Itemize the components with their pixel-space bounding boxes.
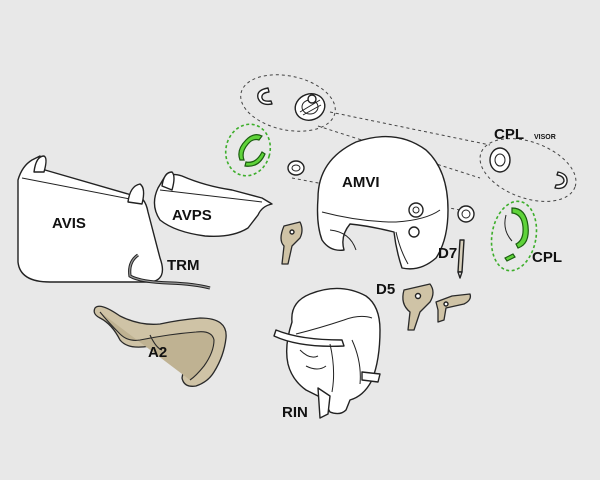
label-d5: D5 [376,281,395,298]
label-avps: AVPS [172,207,212,224]
cpl-visor-mechanism-part [489,147,568,190]
amvi-helmet-part [316,135,449,270]
label-cpl-visor: CPL [494,126,524,143]
label-d7: D7 [438,245,457,262]
avps-visor-part [153,171,273,238]
d5-bracket-right-part [435,293,472,323]
label-rin: RIN [282,404,308,421]
d7-bracket-part [457,239,465,279]
label-visor-sub: VISOR [534,134,556,141]
visor-mechanism-part [294,93,326,121]
label-a2: A2 [148,344,167,361]
avis-visor-part [17,155,164,283]
label-amvi: AMVI [342,174,380,191]
left-bracket-part [280,221,303,265]
label-trm: TRM [167,257,200,274]
a2-strap-part [93,305,227,387]
rin-liner-part [273,287,381,419]
trm-trim-part [128,253,211,290]
cpl-green-part [490,200,538,272]
label-cpl: CPL [532,249,562,266]
c-clip-left-part [257,87,273,106]
hinge-small-part [287,160,305,176]
hinge-right-part [457,205,475,223]
d5-bracket-left-part [402,283,434,331]
cpl-visor-green-part [224,123,272,177]
label-avis: AVIS [52,215,86,232]
